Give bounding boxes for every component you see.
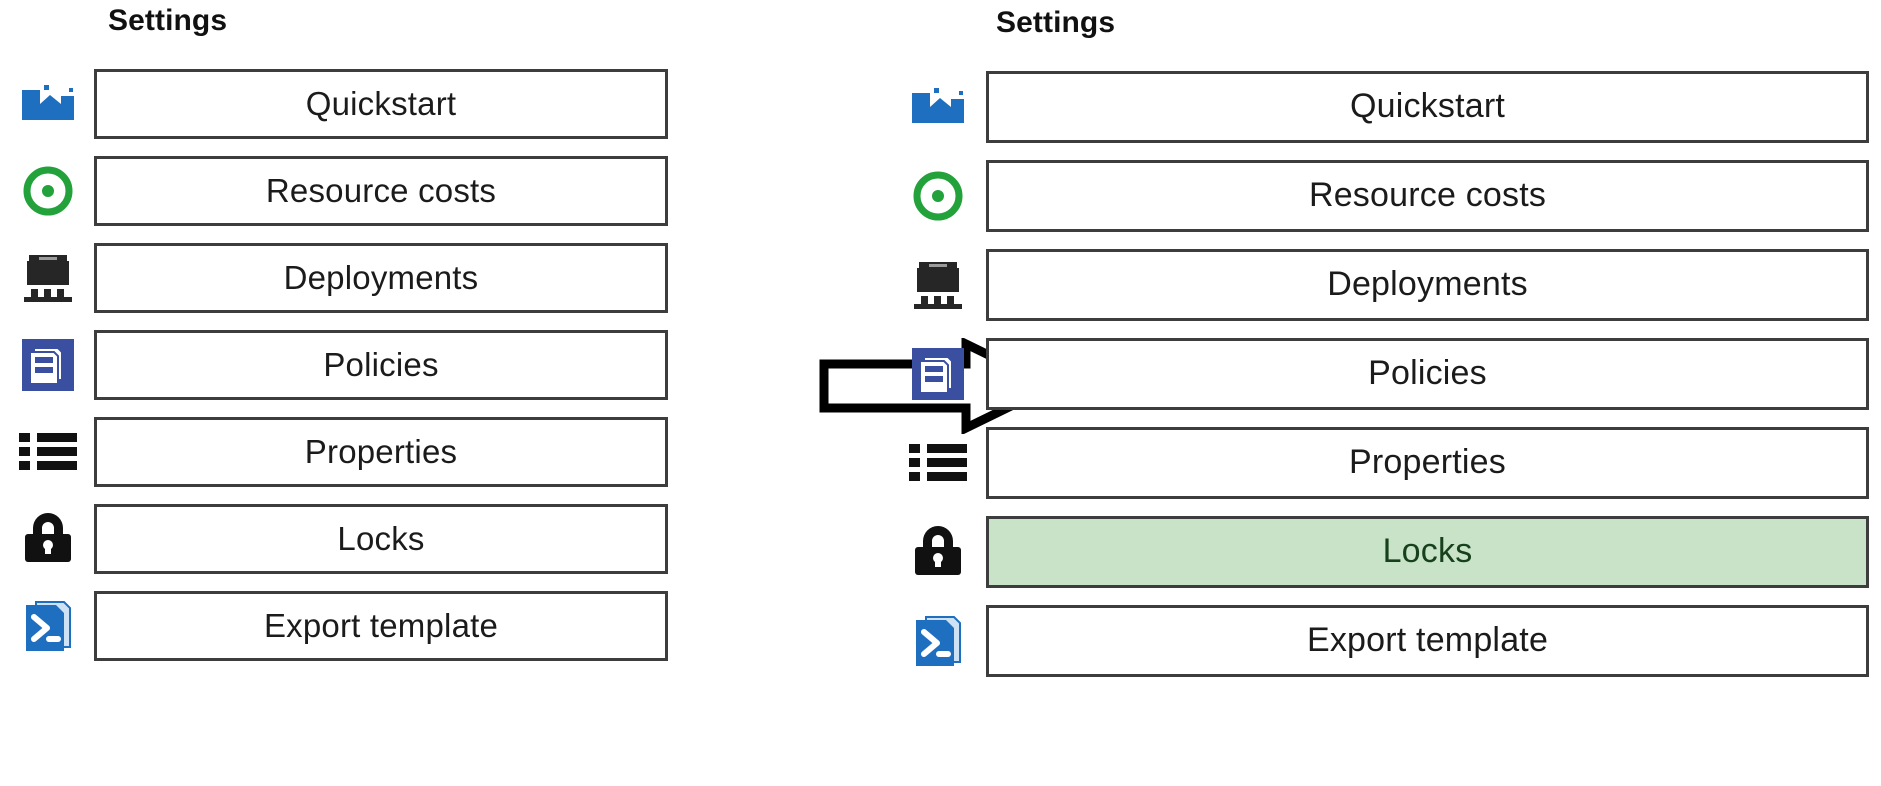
sidebar-item-locks[interactable]: Locks: [0, 495, 690, 582]
sidebar-item-label: Resource costs: [94, 155, 668, 226]
sidebar-item-label: Export template: [94, 590, 668, 661]
export-template-icon: [2, 582, 94, 669]
deployments-icon: [2, 234, 94, 321]
sidebar-item-deployments[interactable]: Deployments: [0, 234, 690, 321]
sidebar-item-label: Policies: [94, 329, 668, 400]
sidebar-item-label: Properties: [986, 426, 1869, 499]
sidebar-item-resource-costs[interactable]: Resource costs: [890, 151, 1881, 240]
sidebar-item-label: Quickstart: [94, 68, 668, 139]
sidebar-item-label: Locks: [94, 503, 668, 574]
sidebar-item-quickstart[interactable]: Quickstart: [0, 60, 690, 147]
quickstart-icon: [890, 62, 986, 151]
locks-icon: [2, 495, 94, 582]
export-template-icon: [890, 596, 986, 685]
sidebar-item-properties[interactable]: Properties: [0, 408, 690, 495]
sidebar-item-label: Quickstart: [986, 70, 1869, 143]
settings-nav-list-before: Quickstart Resource costs: [0, 60, 690, 669]
locks-icon: [890, 507, 986, 596]
sidebar-item-label: Properties: [94, 416, 668, 487]
page-title: Settings: [108, 4, 228, 37]
policies-icon: [890, 329, 986, 418]
sidebar-item-label: Deployments: [986, 248, 1869, 321]
sidebar-item-export-template[interactable]: Export template: [0, 582, 690, 669]
sidebar-item-deployments[interactable]: Deployments: [890, 240, 1881, 329]
sidebar-item-label-selected: Locks: [986, 515, 1869, 588]
page-title: Settings: [996, 6, 1116, 39]
properties-icon: [2, 408, 94, 495]
sidebar-item-label: Policies: [986, 337, 1869, 410]
sidebar-item-label: Deployments: [94, 242, 668, 313]
quickstart-icon: [2, 60, 94, 147]
resource-costs-icon: [2, 147, 94, 234]
properties-icon: [890, 418, 986, 507]
policies-icon: [2, 321, 94, 408]
sidebar-item-policies[interactable]: Policies: [890, 329, 1881, 418]
sidebar-item-quickstart[interactable]: Quickstart: [890, 62, 1881, 151]
sidebar-item-label: Resource costs: [986, 159, 1869, 232]
settings-panel-after: Settings Quickstart: [890, 0, 1881, 786]
sidebar-item-locks[interactable]: Locks: [890, 507, 1881, 596]
sidebar-item-export-template[interactable]: Export template: [890, 596, 1881, 685]
settings-nav-list-after: Quickstart Resource costs: [890, 62, 1881, 685]
sidebar-item-resource-costs[interactable]: Resource costs: [0, 147, 690, 234]
sidebar-item-properties[interactable]: Properties: [890, 418, 1881, 507]
sidebar-item-label: Export template: [986, 604, 1869, 677]
settings-panel-before: Settings Quickstart: [0, 0, 690, 786]
deployments-icon: [890, 240, 986, 329]
resource-costs-icon: [890, 151, 986, 240]
sidebar-item-policies[interactable]: Policies: [0, 321, 690, 408]
